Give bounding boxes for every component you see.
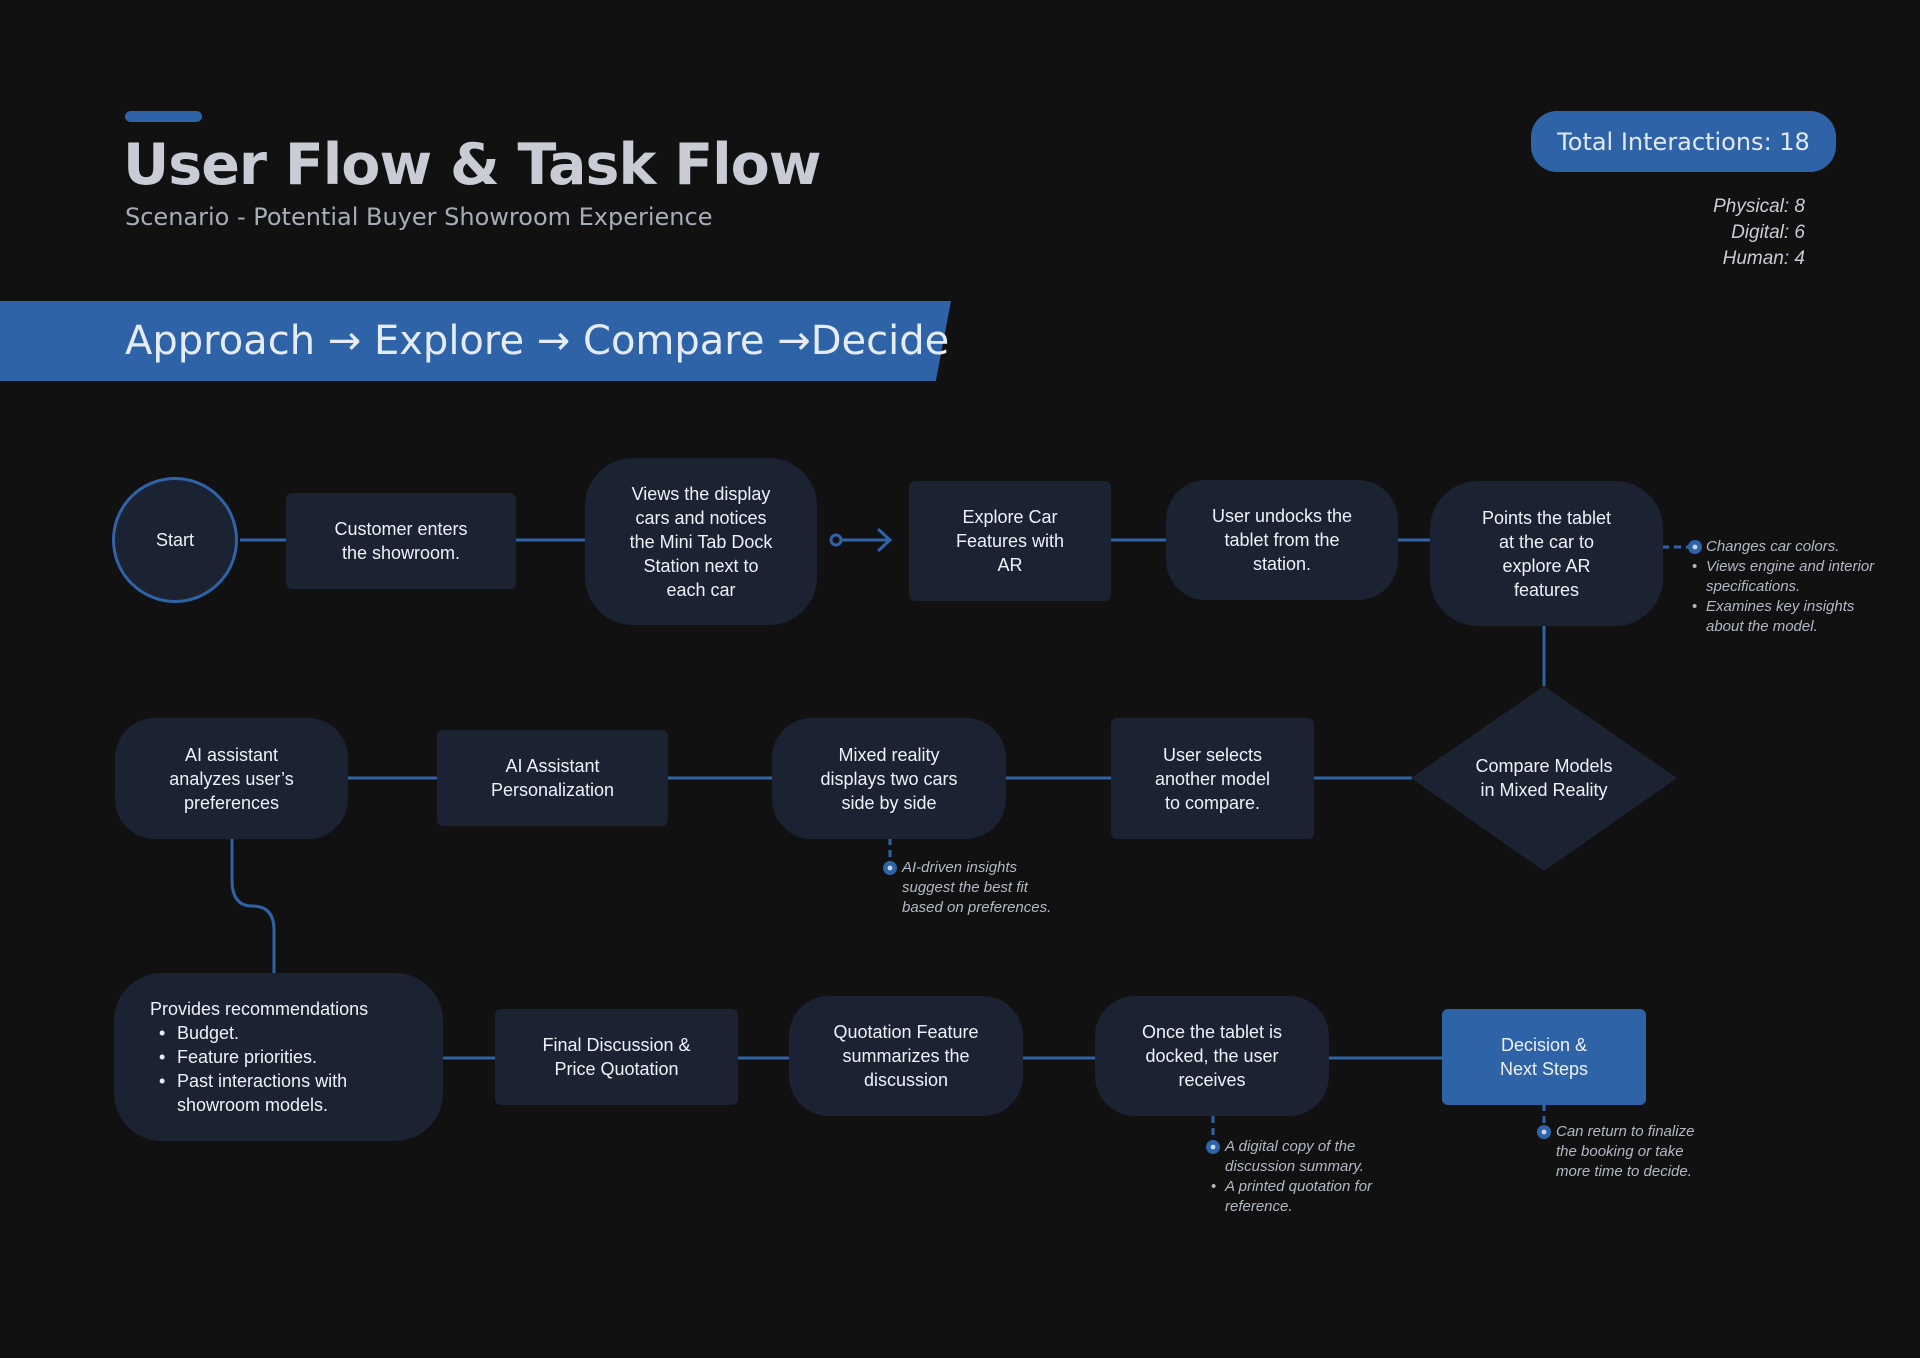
connector-analyzes-recommendations <box>230 838 276 974</box>
page-title: User Flow & Task Flow <box>123 132 821 198</box>
decision-note: Can return to finalize the booking or ta… <box>1556 1122 1716 1182</box>
recommendations-title: Provides recommendations <box>150 999 369 1019</box>
recommendation-item: Past interactions with showroom models. <box>150 1069 387 1117</box>
ai-analyzes-node: AI assistant analyzes user’s preferences <box>115 718 348 839</box>
recommendation-item: Budget. <box>150 1021 387 1045</box>
interaction-counts: Physical: 8 Digital: 6 Human: 4 <box>1713 194 1805 272</box>
total-interactions-badge: Total Interactions: 18 <box>1531 111 1836 172</box>
connector-arrowhead <box>876 527 893 553</box>
points-tablet-node: Points the tablet at the car to explore … <box>1430 481 1663 626</box>
recommendations-node: Provides recommendations Budget. Feature… <box>114 973 443 1141</box>
docked-note-item: A digital copy of the discussion summary… <box>1225 1138 1364 1175</box>
undock-tablet-node: User undocks the tablet from the station… <box>1166 480 1398 600</box>
tablet-docked-node: Once the tablet is docked, the user rece… <box>1095 996 1329 1116</box>
final-discussion-node: Final Discussion & Price Quotation <box>495 1009 738 1105</box>
mixed-reality-node: Mixed reality displays two cars side by … <box>772 718 1006 839</box>
recommendation-item: Feature priorities. <box>150 1045 387 1069</box>
decision-note-item: Can return to finalize the booking or ta… <box>1556 1123 1695 1180</box>
connector-arrow-origin <box>829 533 843 547</box>
count-physical: Physical: 8 <box>1713 196 1805 217</box>
mixed-note-item: AI-driven insights suggest the best fit … <box>902 859 1052 916</box>
ar-note: Changes car colors. Views engine and int… <box>1692 537 1886 637</box>
ar-note-item: Changes car colors. <box>1706 538 1840 555</box>
mixed-note: AI-driven insights suggest the best fit … <box>902 858 1072 918</box>
ar-note-item: Examines key insights about the model. <box>1692 597 1886 637</box>
decision-node: Decision & Next Steps <box>1442 1009 1646 1105</box>
ar-note-item: Views engine and interior specifications… <box>1692 557 1886 597</box>
docked-note: A digital copy of the discussion summary… <box>1211 1137 1395 1217</box>
quotation-feature-node: Quotation Feature summarizes the discuss… <box>789 996 1023 1116</box>
docked-note-item: A printed quotation for reference. <box>1211 1177 1395 1217</box>
ai-personalization-node: AI Assistant Personalization <box>437 730 668 826</box>
compare-diamond-shape <box>1411 686 1677 871</box>
count-digital: Digital: 6 <box>1731 222 1805 243</box>
note-markers <box>883 540 1702 1154</box>
start-node: Start <box>112 477 238 603</box>
customer-enters-node: Customer enters the showroom. <box>286 493 516 589</box>
count-human: Human: 4 <box>1722 248 1805 269</box>
phase-banner <box>0 301 951 381</box>
selects-model-node: User selects another model to compare. <box>1111 718 1314 839</box>
compare-models-node: Compare Models in Mixed Reality <box>1475 756 1613 800</box>
explore-ar-node: Explore Car Features with AR <box>909 481 1111 601</box>
phase-banner-text: Approach → Explore → Compare →Decide <box>125 318 950 364</box>
title-accent-bar <box>125 111 202 122</box>
views-display-node: Views the display cars and notices the M… <box>585 458 817 625</box>
page-subtitle: Scenario - Potential Buyer Showroom Expe… <box>125 203 713 231</box>
